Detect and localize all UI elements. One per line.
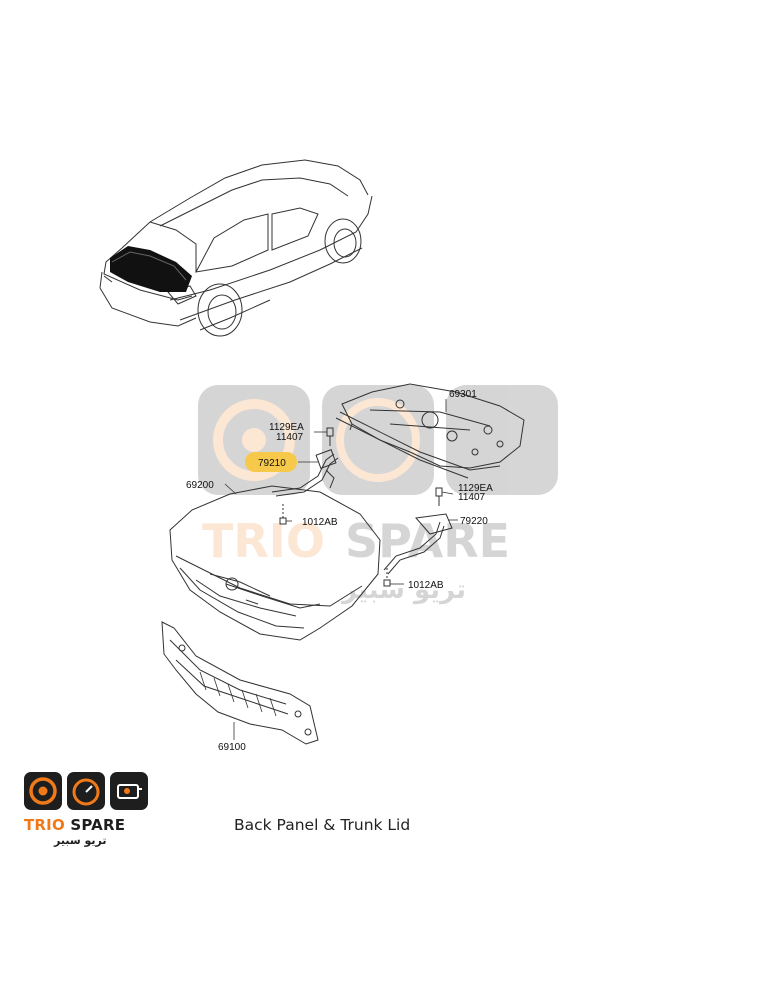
logo-wordmark: TRIO SPARE <box>24 816 148 834</box>
bolt-right-head <box>435 487 443 497</box>
callout-labels: 69301 1129EA 11407 79210 69200 1012AB 11… <box>186 389 493 753</box>
callout-11407-top: 11407 <box>276 432 304 443</box>
callout-79220: 79220 <box>460 516 488 527</box>
callout-1012ab-right: 1012AB <box>408 580 444 591</box>
logo-icons <box>24 772 148 810</box>
car-illustration <box>99 159 373 337</box>
watermark-engine-icon <box>446 385 558 495</box>
leader-lines <box>224 399 458 740</box>
part-79220-hinge-right <box>383 513 453 575</box>
diagram-caption: Back Panel & Trunk Lid <box>234 816 411 834</box>
logo-word-trio: TRIO <box>24 816 65 834</box>
part-69100-back-panel <box>161 621 319 745</box>
callout-79210: 79210 <box>258 458 286 469</box>
nut-right <box>383 579 391 587</box>
brand-logo: TRIO SPARE تريو سبير <box>24 772 148 848</box>
watermark-arabic: تريو سبير <box>340 575 466 605</box>
logo-word-spare: SPARE <box>70 816 126 834</box>
callout-69200: 69200 <box>186 480 214 491</box>
callout-1129ea-right: 1129EA <box>458 483 493 494</box>
callout-1012ab-left: 1012AB <box>302 517 338 528</box>
watermark-word-trio: TRIO <box>202 514 325 568</box>
part-69200-trunk-lid <box>169 485 381 641</box>
callout-69301: 69301 <box>449 389 477 400</box>
car-trunk-lid-highlight <box>110 246 192 292</box>
callout-11407-right: 11407 <box>458 492 486 503</box>
part-79210-hinge-left <box>271 449 339 497</box>
highlight-79210 <box>245 452 297 472</box>
callout-1129ea-top: 1129EA <box>269 422 304 433</box>
logo-arabic: تريو سبير <box>54 834 107 847</box>
fasteners <box>279 427 443 587</box>
watermark-speedometer-icon <box>322 385 434 495</box>
callout-69100: 69100 <box>218 742 246 753</box>
part-69301-upper-panel <box>335 383 525 479</box>
